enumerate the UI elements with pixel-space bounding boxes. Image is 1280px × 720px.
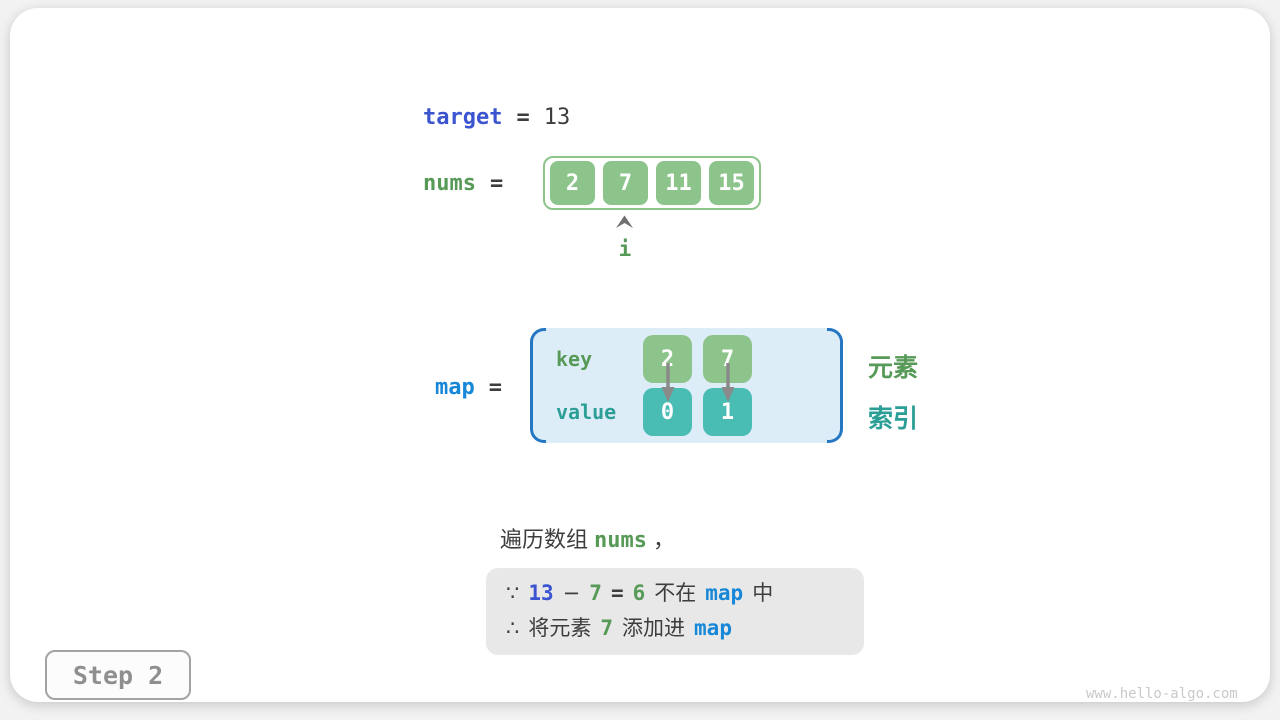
caption-nums-code: nums	[594, 528, 647, 553]
map-right-bracket	[827, 328, 843, 443]
key-to-value-arrow-icon	[721, 363, 735, 402]
legend-index: 索引	[868, 404, 919, 433]
step-badge: Step 2	[45, 650, 191, 700]
target-assignment: target = 13	[423, 105, 570, 130]
nums-array: 2 7 11 15	[543, 156, 761, 210]
nums-array-cell: 11	[656, 161, 701, 205]
note-6: 6	[632, 581, 646, 605]
index-pointer-label: i	[618, 237, 632, 261]
minus-sign: −	[562, 581, 581, 605]
note-add-text-1: 将元素	[528, 616, 592, 640]
caption-prefix: 遍历数组	[500, 528, 589, 553]
nums-variable: nums	[423, 171, 476, 196]
note-map-code: map	[694, 616, 732, 640]
note-in-text: 中	[752, 581, 774, 605]
map-left-bracket	[530, 328, 546, 443]
nums-array-cell: 7	[603, 161, 648, 205]
index-pointer-icon	[616, 215, 633, 228]
nums-array-cell: 15	[709, 161, 754, 205]
legend-element: 元素	[868, 353, 919, 382]
note-13: 13	[528, 581, 554, 605]
caption-comma: ，	[653, 528, 676, 553]
nums-assignment: nums =	[423, 171, 503, 196]
equals-sign: =	[488, 375, 502, 400]
note-line-1: ∵ 13−7 = 6 不在 map 中	[506, 576, 864, 611]
equals-sign: =	[489, 171, 504, 196]
map-assignment: map =	[435, 375, 502, 400]
therefore-symbol: ∴	[506, 616, 520, 640]
target-value: 13	[543, 105, 571, 130]
because-symbol: ∵	[506, 581, 520, 605]
note-7: 7	[600, 616, 614, 640]
note-line-2: ∴ 将元素 7 添加进 map	[506, 611, 864, 646]
nums-array-cell: 2	[550, 161, 595, 205]
map-key-label: key	[556, 347, 593, 371]
target-variable: target	[423, 105, 503, 130]
note-notin-text: 不在	[654, 581, 697, 605]
slide-card: target = 13 nums = 2 7 11 15 i map = key val…	[10, 8, 1270, 702]
map-variable: map	[435, 375, 475, 400]
reasoning-note: ∵ 13−7 = 6 不在 map 中 ∴ 将元素 7 添加进 map	[486, 568, 864, 655]
note-7: 7	[589, 581, 602, 605]
key-to-value-arrow-icon	[661, 363, 675, 402]
note-map-code: map	[705, 581, 744, 605]
map-value-label: value	[556, 400, 617, 424]
equals-sign: =	[516, 105, 530, 130]
note-equals: =	[610, 581, 624, 605]
site-watermark: www.hello-algo.com	[1086, 686, 1238, 702]
note-add-text-2: 添加进	[622, 616, 686, 640]
